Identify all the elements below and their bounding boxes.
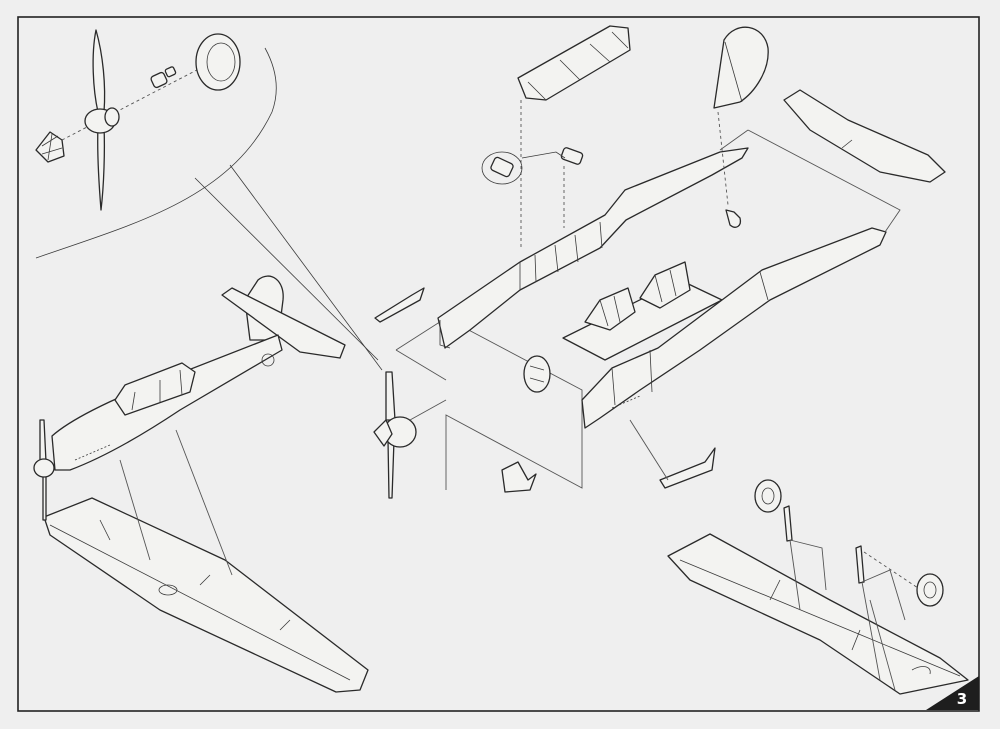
tailplane-detail — [841, 139, 853, 149]
headrest-part — [560, 147, 584, 165]
prop-backplate-ring — [206, 42, 236, 82]
detail-inset-arc — [35, 47, 277, 259]
main-wheel-right — [916, 573, 944, 607]
main-wheel-left — [754, 479, 782, 513]
prop-shaft-pin — [164, 66, 177, 78]
rudder-fin-part — [713, 26, 769, 109]
propeller-detail-inset — [35, 29, 383, 371]
nose-prop-blade-top — [385, 371, 396, 421]
wheel-hub — [923, 581, 937, 599]
fuselage-nose-edge — [439, 320, 451, 349]
gear-leg-right — [855, 545, 865, 584]
instrument-panel — [523, 355, 551, 393]
wing-panel-lines — [49, 519, 351, 681]
tailwheel-part — [725, 209, 742, 228]
fit-line — [409, 399, 447, 421]
propeller-blade-top — [92, 29, 106, 113]
aircraft-prop-blade-bottom — [42, 475, 47, 521]
spinner-detail — [41, 133, 63, 161]
detail-leader-line — [229, 164, 383, 371]
radiator-part — [659, 447, 716, 489]
step-badge-triangle — [926, 676, 979, 710]
aircraft-tailplane — [221, 287, 346, 359]
fit-line — [119, 459, 151, 561]
rudder-hinge-line — [724, 41, 743, 103]
step-number: 3 — [957, 690, 967, 708]
wing-light — [911, 666, 931, 675]
gear-leg-left — [783, 505, 793, 542]
aircraft-canopy — [114, 362, 196, 416]
part-callout-circle — [481, 151, 523, 185]
aircraft-wing — [43, 497, 369, 693]
fuselage-assembly — [373, 129, 901, 499]
aircraft-prop-blade-top — [39, 419, 47, 463]
nose-prop-blade-bottom — [387, 439, 395, 499]
gear-fit-line — [789, 539, 827, 611]
seat-detail — [599, 269, 677, 327]
fuselage-half-right — [581, 227, 887, 429]
axle-fit-line — [863, 551, 919, 589]
fuselage-ribs — [519, 221, 603, 290]
fuselage-half-left — [437, 147, 749, 349]
tailplane-part — [783, 89, 946, 183]
assembly-guide — [395, 317, 583, 490]
propeller-blade-bottom — [97, 125, 106, 211]
tail-parts — [713, 26, 946, 228]
right-exhaust — [611, 395, 641, 409]
propeller-hub-face — [104, 107, 120, 127]
fuselage-right-ribs — [611, 271, 769, 406]
exhaust-part — [374, 287, 425, 323]
wing-detail — [158, 584, 178, 596]
gunsight-part — [490, 156, 514, 178]
canopy-parts — [481, 25, 631, 250]
tail-guide — [719, 129, 901, 233]
prop-shaft — [150, 71, 168, 89]
wheel-hub — [761, 487, 775, 505]
canopy-frames — [527, 31, 629, 101]
fit-line — [629, 419, 669, 481]
prop-backplate — [195, 33, 241, 91]
nose-spinner — [373, 419, 393, 447]
step-badge: 3 — [926, 676, 979, 710]
completed-aircraft — [33, 275, 369, 693]
instrument-panel-detail — [529, 365, 545, 383]
page-frame — [17, 16, 980, 712]
seat-front — [584, 287, 636, 331]
canopy-frames — [131, 369, 183, 411]
lower-wing-part — [667, 533, 969, 695]
aircraft-fuselage — [51, 334, 283, 471]
canopy-part — [517, 25, 631, 101]
lower-wing-panels — [679, 559, 961, 677]
seat-rear — [639, 261, 691, 309]
part-pointer — [521, 151, 566, 159]
wing-assembly — [667, 479, 969, 695]
gear-fit-line — [861, 569, 906, 691]
tailwheel-leg — [501, 461, 537, 493]
tail-wheel — [261, 353, 275, 367]
fit-line — [175, 429, 233, 576]
aircraft-spinner — [33, 458, 55, 478]
detail-leader-line — [194, 177, 379, 361]
